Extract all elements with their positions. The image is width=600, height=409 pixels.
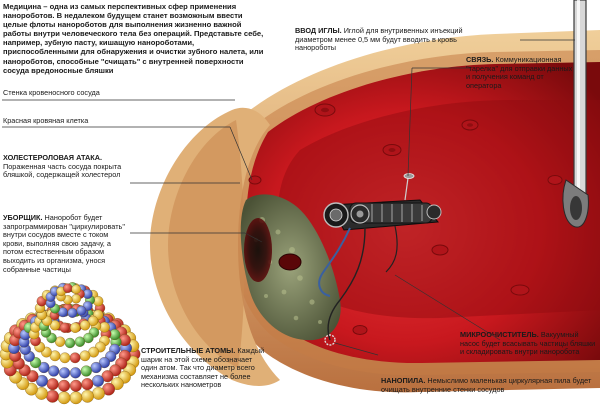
atom-ball — [79, 320, 91, 331]
atom-ball — [64, 337, 76, 349]
atom-ball — [58, 379, 71, 392]
atom-ball — [81, 378, 94, 391]
cholesterol-callout-text: Пораженная часть сосуда покрыта бляшкой,… — [3, 161, 122, 180]
intro-paragraph: Медицина – одна из самых перспективных с… — [3, 2, 264, 75]
saw-callout: НАНОПИЛА. Немыслимо маленькая циркулярна… — [381, 376, 596, 394]
needle-callout-text: Иглой для внутривенных инъекций диаметро… — [295, 26, 463, 53]
needle — [562, 0, 589, 228]
atom-model — [0, 282, 141, 405]
atom-ball — [69, 391, 83, 405]
cleaner-callout-title: УБОРЩИК. — [3, 213, 43, 222]
atom-ball — [79, 350, 91, 362]
atom-ball — [74, 336, 86, 347]
atom-ball — [67, 307, 78, 318]
cleaner-callout-text: Наноробот будет запрограммирован "циркул… — [3, 213, 125, 274]
cholesterol-callout: ХОЛЕСТЕРОЛОВАЯ АТАКА. Пораженная часть с… — [3, 153, 131, 180]
needle-callout-title: ВВОД ИГЛЫ. — [295, 26, 342, 35]
atom-ball — [57, 391, 71, 405]
atom-ball — [38, 361, 50, 374]
link-callout-title: СВЯЗЬ. — [466, 55, 494, 64]
atoms-callout: СТРОИТЕЛЬНЫЕ АТОМЫ. Каждый шарик на этой… — [141, 346, 269, 390]
atom-ball — [58, 367, 71, 379]
atom-ball — [46, 389, 59, 403]
atom-ball — [59, 352, 71, 364]
atom-ball — [59, 322, 70, 333]
vessel-wall-label: Стенка кровеносного сосуда — [3, 88, 100, 97]
atom-ball — [101, 370, 114, 383]
atom-ball — [48, 365, 60, 377]
red-cell-label: Красная кровяная клетка — [3, 116, 89, 125]
atom-ball — [71, 293, 81, 304]
atom-ball — [46, 378, 59, 391]
saw-callout-title: НАНОПИЛА. — [381, 376, 426, 385]
micro-callout: МИКРООЧИСТИТЕЛЬ. Вакуумный насос будет в… — [460, 330, 596, 357]
atom-ball — [69, 367, 82, 379]
vessel-opening — [244, 218, 272, 282]
nanosaw — [324, 334, 336, 346]
atom-ball — [69, 352, 81, 364]
atom-ball — [63, 283, 73, 293]
saw-callout-text: Немыслимо маленькая циркулярная пила буд… — [381, 376, 592, 394]
atom-ball — [87, 315, 99, 327]
cleaner-callout: УБОРЩИК. Наноробот будет запрограммирова… — [3, 213, 131, 274]
micro-callout-text: Вакуумный насос будет всасывать частицы … — [460, 330, 596, 357]
atoms-callout-text: Каждый шарик на этой схеме обозначает од… — [141, 346, 265, 390]
link-callout-text: Коммуникационная "тарелка" для отправки … — [466, 55, 573, 90]
red-blood-cells — [248, 103, 563, 335]
atom-ball — [92, 374, 104, 387]
atom-ball — [36, 374, 48, 387]
micro-callout-title: МИКРООЧИСТИТЕЛЬ. — [460, 330, 539, 339]
atom-ball — [49, 320, 61, 331]
atom-ball — [70, 322, 81, 333]
atom-ball — [71, 284, 81, 295]
link-callout: СВЯЗЬ. Коммуникационная "тарелка" для от… — [466, 55, 576, 90]
atom-ball — [90, 361, 102, 374]
atom-ball — [80, 365, 92, 377]
leader-lines — [2, 39, 575, 356]
atom-ball — [69, 379, 82, 392]
atom-ball — [81, 389, 94, 403]
atom-ball — [76, 305, 87, 316]
atom-ball — [92, 387, 105, 400]
needle-callout: ВВОД ИГЛЫ. Иглой для внутривенных инъекц… — [295, 26, 485, 53]
atom-ball — [98, 357, 110, 369]
atoms-callout-title: СТРОИТЕЛЬНЫЕ АТОМЫ. — [141, 346, 236, 355]
cholesterol-callout-title: ХОЛЕСТЕРОЛОВАЯ АТАКА. — [3, 153, 103, 162]
nanorobot — [318, 173, 442, 346]
